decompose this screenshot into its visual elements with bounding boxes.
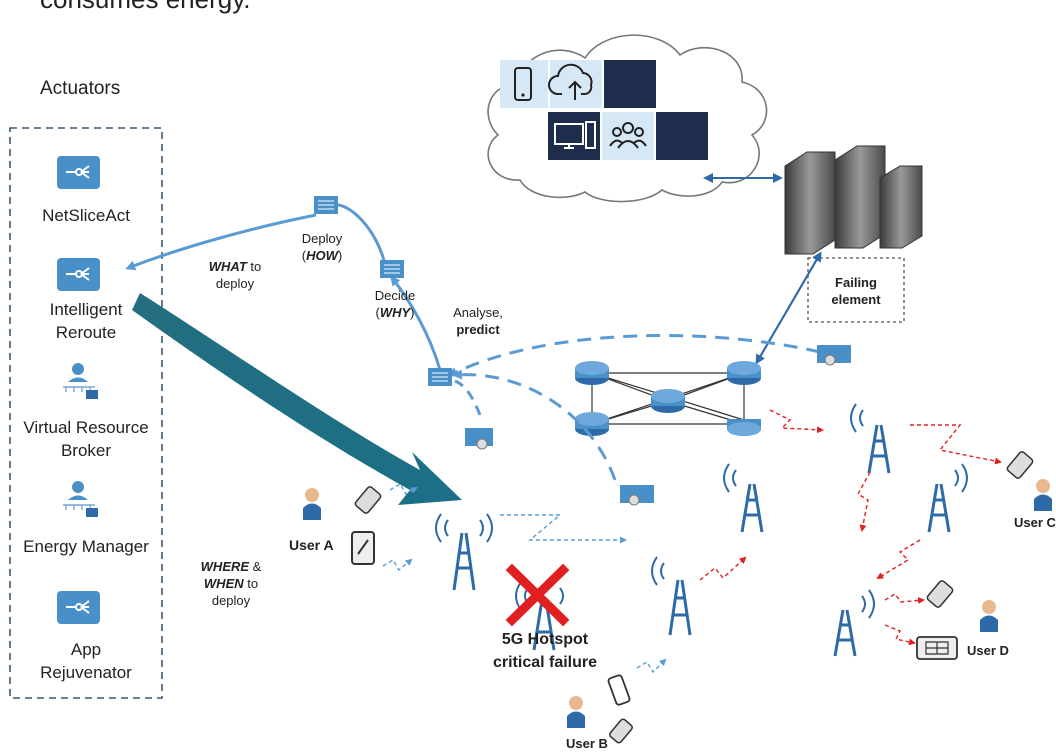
router-fanout-icon <box>57 591 100 624</box>
flip-phone-icon <box>926 580 954 608</box>
person-network-icon <box>63 481 98 517</box>
where-amp: & <box>252 559 262 574</box>
actuator-energy-manager-label: Energy Manager <box>23 537 149 556</box>
cell-tower-icon <box>927 463 968 533</box>
tile-dark <box>548 112 600 160</box>
tile-dark <box>604 60 656 108</box>
tile-dark <box>656 112 708 160</box>
actuator-intelligent-reroute-label: Intelligent <box>49 300 123 319</box>
why-word: WHY <box>379 305 411 320</box>
sensor-probe-icon <box>817 345 851 366</box>
network-node-icon <box>428 368 452 386</box>
when-deploy-word: deploy <box>211 593 251 608</box>
actuators-box <box>9 127 163 699</box>
critical-failure-word: critical failure <box>492 654 598 671</box>
user-avatar-icon <box>1034 479 1052 511</box>
failure-cross-icon <box>505 563 570 627</box>
user-avatar-icon <box>303 488 321 520</box>
smartphone-icon <box>607 674 631 706</box>
what-to-word: to <box>250 259 262 274</box>
how-word: HOW <box>306 248 338 263</box>
actuator-virtual-resource-broker-label: Virtual Resource <box>23 418 149 437</box>
predict-word: predict <box>456 322 500 337</box>
router-icon <box>651 389 685 413</box>
sensor-probe-icon <box>620 485 654 506</box>
cell-tower-icon <box>651 556 692 636</box>
what-to-deploy-label: WHAT to deploy <box>200 258 270 292</box>
user-avatar-icon <box>980 600 998 632</box>
actuator-intelligent-reroute-label-line2: Reroute <box>55 323 117 342</box>
router-icon <box>575 412 609 436</box>
actuator-app-rejuvenator-label-line2: Rejuvenator <box>40 663 132 682</box>
actuator-virtual-resource-broker-label-line2: Broker <box>60 441 112 460</box>
cloud-upload-icon <box>548 63 593 100</box>
deploy-arrow <box>125 213 317 271</box>
router-icon <box>575 361 609 385</box>
when-word: WHEN <box>203 576 244 591</box>
analyse-word: Analyse, <box>453 305 503 320</box>
actuator-app-rejuvenator-label: App <box>70 640 102 659</box>
router-fanout-icon <box>57 258 100 291</box>
person-network-icon <box>63 363 98 399</box>
cell-tower-icon <box>833 589 875 657</box>
what-deploy-word: deploy <box>215 276 255 291</box>
server-rack-icon <box>784 145 923 255</box>
monitor-arrow <box>454 379 482 416</box>
cell-tower-icon <box>850 403 891 474</box>
flip-phone-icon <box>354 486 382 514</box>
user-c-label: User C <box>1014 515 1056 530</box>
where-when-label: WHERE &WHEN to deploy <box>196 558 266 609</box>
user-d-label: User D <box>967 643 1009 658</box>
hotspot-failure-label: 5G Hotspot critical failure <box>470 628 620 674</box>
where-when-arrow <box>132 293 462 505</box>
tile <box>602 112 654 160</box>
failing-element-box <box>807 257 905 323</box>
network-node-icon <box>314 196 338 214</box>
analyse-predict-label: Analyse, predict <box>440 304 516 338</box>
failing-word: Failing <box>835 275 877 290</box>
monitor-arrow <box>452 369 617 481</box>
where-word: WHERE <box>200 559 250 574</box>
decide-word: Decide <box>374 288 416 303</box>
failing-element-label: Failing element <box>808 274 904 308</box>
element-word: element <box>831 292 881 307</box>
network-node-icon <box>380 260 404 278</box>
tablet-device-icon <box>916 636 958 660</box>
router-fanout-icon <box>57 156 100 189</box>
red-wireless-links <box>699 409 1002 646</box>
top-caption: consumes energy. <box>40 0 251 15</box>
wireless-links <box>382 483 667 674</box>
monitor-arrow <box>447 333 821 377</box>
smartphone-icon <box>514 67 532 101</box>
cell-tower-icon <box>723 463 764 533</box>
router-icon <box>727 419 761 436</box>
cell-tower-icon <box>435 513 493 591</box>
flip-phone-icon <box>1006 451 1034 479</box>
desktop-computer-icon <box>554 121 596 149</box>
decide-label: Decide(WHY) <box>374 288 416 320</box>
hotspot-word: 5G Hotspot <box>501 631 589 648</box>
when-to-word: to <box>247 576 259 591</box>
analyse-arrow <box>390 275 442 371</box>
deploy-label: Deploy(HOW) <box>301 231 343 263</box>
user-b-label: User B <box>566 736 608 751</box>
user-a-label: User A <box>289 537 334 553</box>
router-icon <box>727 361 761 385</box>
actuators-title: Actuators <box>40 78 121 99</box>
actuator-netsliceact-label: NetSliceAct <box>42 206 130 225</box>
deploy-word: Deploy <box>301 231 343 246</box>
pda-device-icon <box>351 531 375 565</box>
user-avatar-icon <box>567 696 585 728</box>
what-word: WHAT <box>208 259 247 274</box>
sensor-probe-icon <box>465 428 493 450</box>
user-group-icon <box>609 122 647 149</box>
flip-phone-icon <box>609 718 633 744</box>
